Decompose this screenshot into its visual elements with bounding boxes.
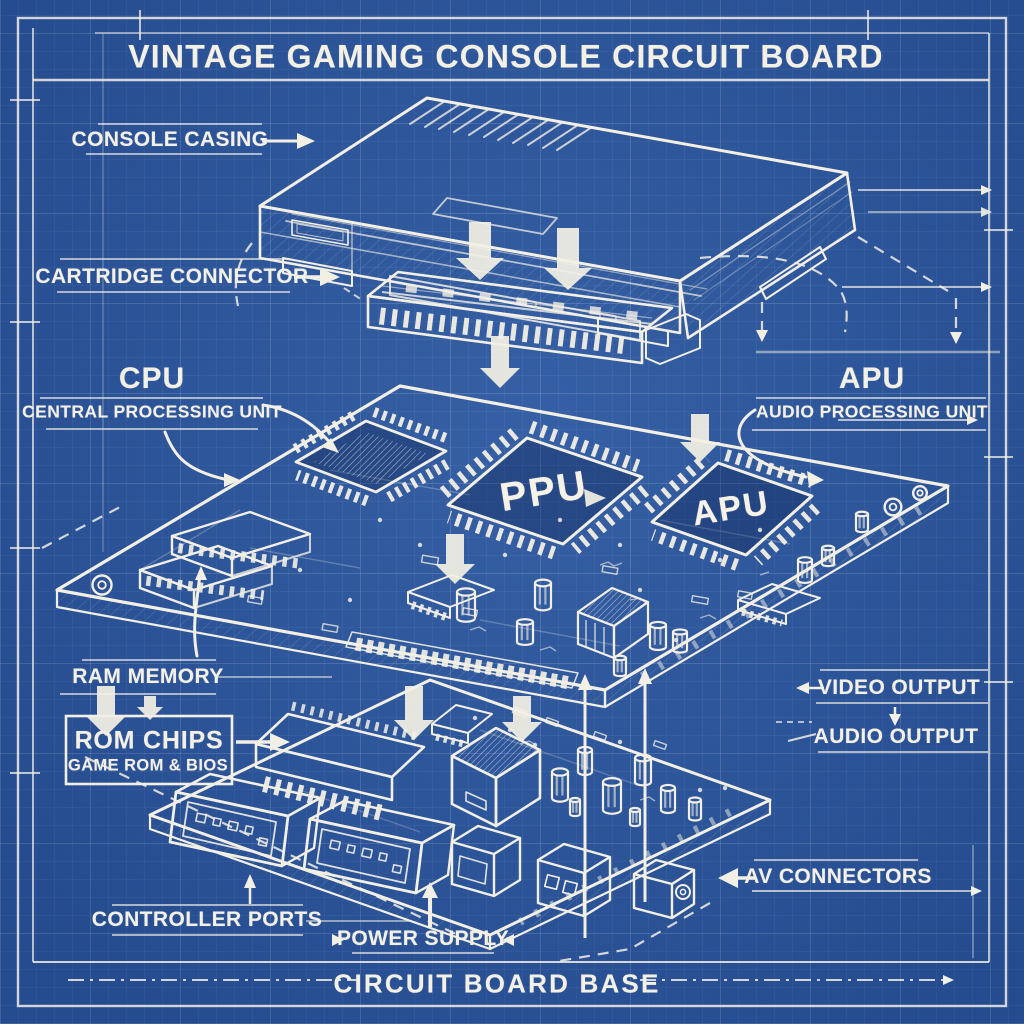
ram-chips [138,510,312,610]
power-supply-block [450,726,542,828]
arrow-board-to-lower-3 [502,696,542,742]
label-ram-memory: RAM MEMORY [72,665,224,688]
arrow-connector-to-board [480,336,520,388]
arrow-ram-to-rom [137,696,163,720]
ppu-chip [439,420,650,560]
label-audio-output: AUDIO OUTPUT [813,725,979,748]
label-av-connectors: AV CONNECTORS [744,865,932,888]
label-apu-abbr: APU [838,362,906,395]
page-title: VINTAGE GAMING CONSOLE CIRCUIT BOARD [128,38,884,75]
arrow-board-right [680,414,720,462]
arrow-board-to-lower-1 [86,686,126,736]
apu-chip [644,449,821,571]
arrow-console-to-connector-2 [544,228,592,290]
capacitors-lower [551,746,702,827]
main-board-drawing [55,384,950,709]
dimension-lines [756,185,1000,425]
pointer-ppu [584,489,606,507]
arrow-board-mid [435,534,475,584]
label-console-casing: CONSOLE CASING [71,128,269,151]
arrow-board-to-lower-2 [394,686,434,740]
label-video-output: VIDEO OUTPUT [817,676,981,699]
label-circuit-board-base: CIRCUIT BOARD BASE [333,968,661,999]
cartridge-connector-drawing [366,270,701,365]
label-controller-ports: CONTROLLER PORTS [91,908,323,931]
leader-lines [40,123,988,985]
label-rom-chips: ROM CHIPS [74,726,224,755]
arrow-console-to-connector-1 [456,222,504,280]
label-cpu-full: CENTRAL PROCESSING UNIT [22,401,282,422]
sheet-frame [10,10,1013,1008]
flow-arrows [86,222,720,742]
cpu-chip [292,407,450,507]
label-apu-full: AUDIO PROCESSING UNIT [755,401,989,422]
rom-dip-chip [254,701,426,822]
label-power-supply: POWER SUPPLY [336,927,510,950]
lower-board-drawing [148,678,772,951]
label-cpu-abbr: CPU [118,362,186,395]
label-rom-chips-sub: GAME ROM & BIOS [67,756,229,775]
label-cartridge-connector: CARTRIDGE CONNECTOR [35,265,309,288]
